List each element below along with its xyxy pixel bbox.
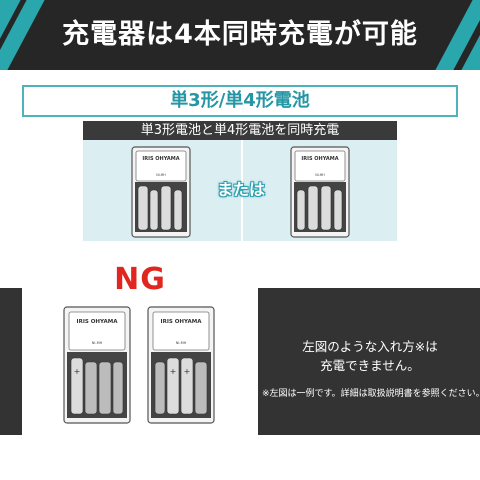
brand-logo: IRIS OHYAMA: [77, 319, 119, 325]
charger-illustration: IRIS OHYAMA NI-MH +: [63, 306, 131, 424]
ng-message-line1: 左図のような入れ方※は: [302, 339, 438, 354]
ng-message-line2: 充電できません。: [320, 358, 420, 373]
ng-example-panel: [22, 288, 258, 435]
header-title: 充電器は4本同時充電が可能: [62, 19, 418, 50]
model-label: NI-MH: [315, 173, 325, 177]
or-label: または: [216, 180, 265, 199]
brand-logo: IRIS OHYAMA: [142, 156, 179, 162]
brand-logo: IRIS OHYAMA: [161, 319, 203, 325]
model-label: NI-MH: [156, 173, 166, 177]
charger-illustration: IRIS OHYAMA NI-MH: [131, 146, 191, 238]
ng-message: 左図のような入れ方※は 充電できません。: [270, 337, 470, 375]
svg-text:+: +: [184, 367, 191, 376]
ng-note: ※左図は一例です。詳細は取扱説明書を参照ください。: [262, 389, 480, 399]
svg-text:+: +: [74, 367, 81, 376]
battery-type-label: 単3形/単4形電池: [22, 85, 458, 117]
model-label: NI-MH: [92, 341, 103, 345]
brand-logo: IRIS OHYAMA: [301, 156, 338, 162]
ng-label: NG: [114, 262, 166, 297]
svg-text:+: +: [170, 367, 177, 376]
charger-illustration: IRIS OHYAMA NI-MH: [290, 146, 350, 238]
model-label: NI-MH: [176, 341, 187, 345]
mixed-charging-banner: 単3形電池と単4形電池を同時充電: [83, 121, 397, 140]
header-banner: 充電器は4本同時充電が可能: [0, 0, 480, 70]
charger-illustration: IRIS OHYAMA NI-MH + +: [147, 306, 215, 424]
